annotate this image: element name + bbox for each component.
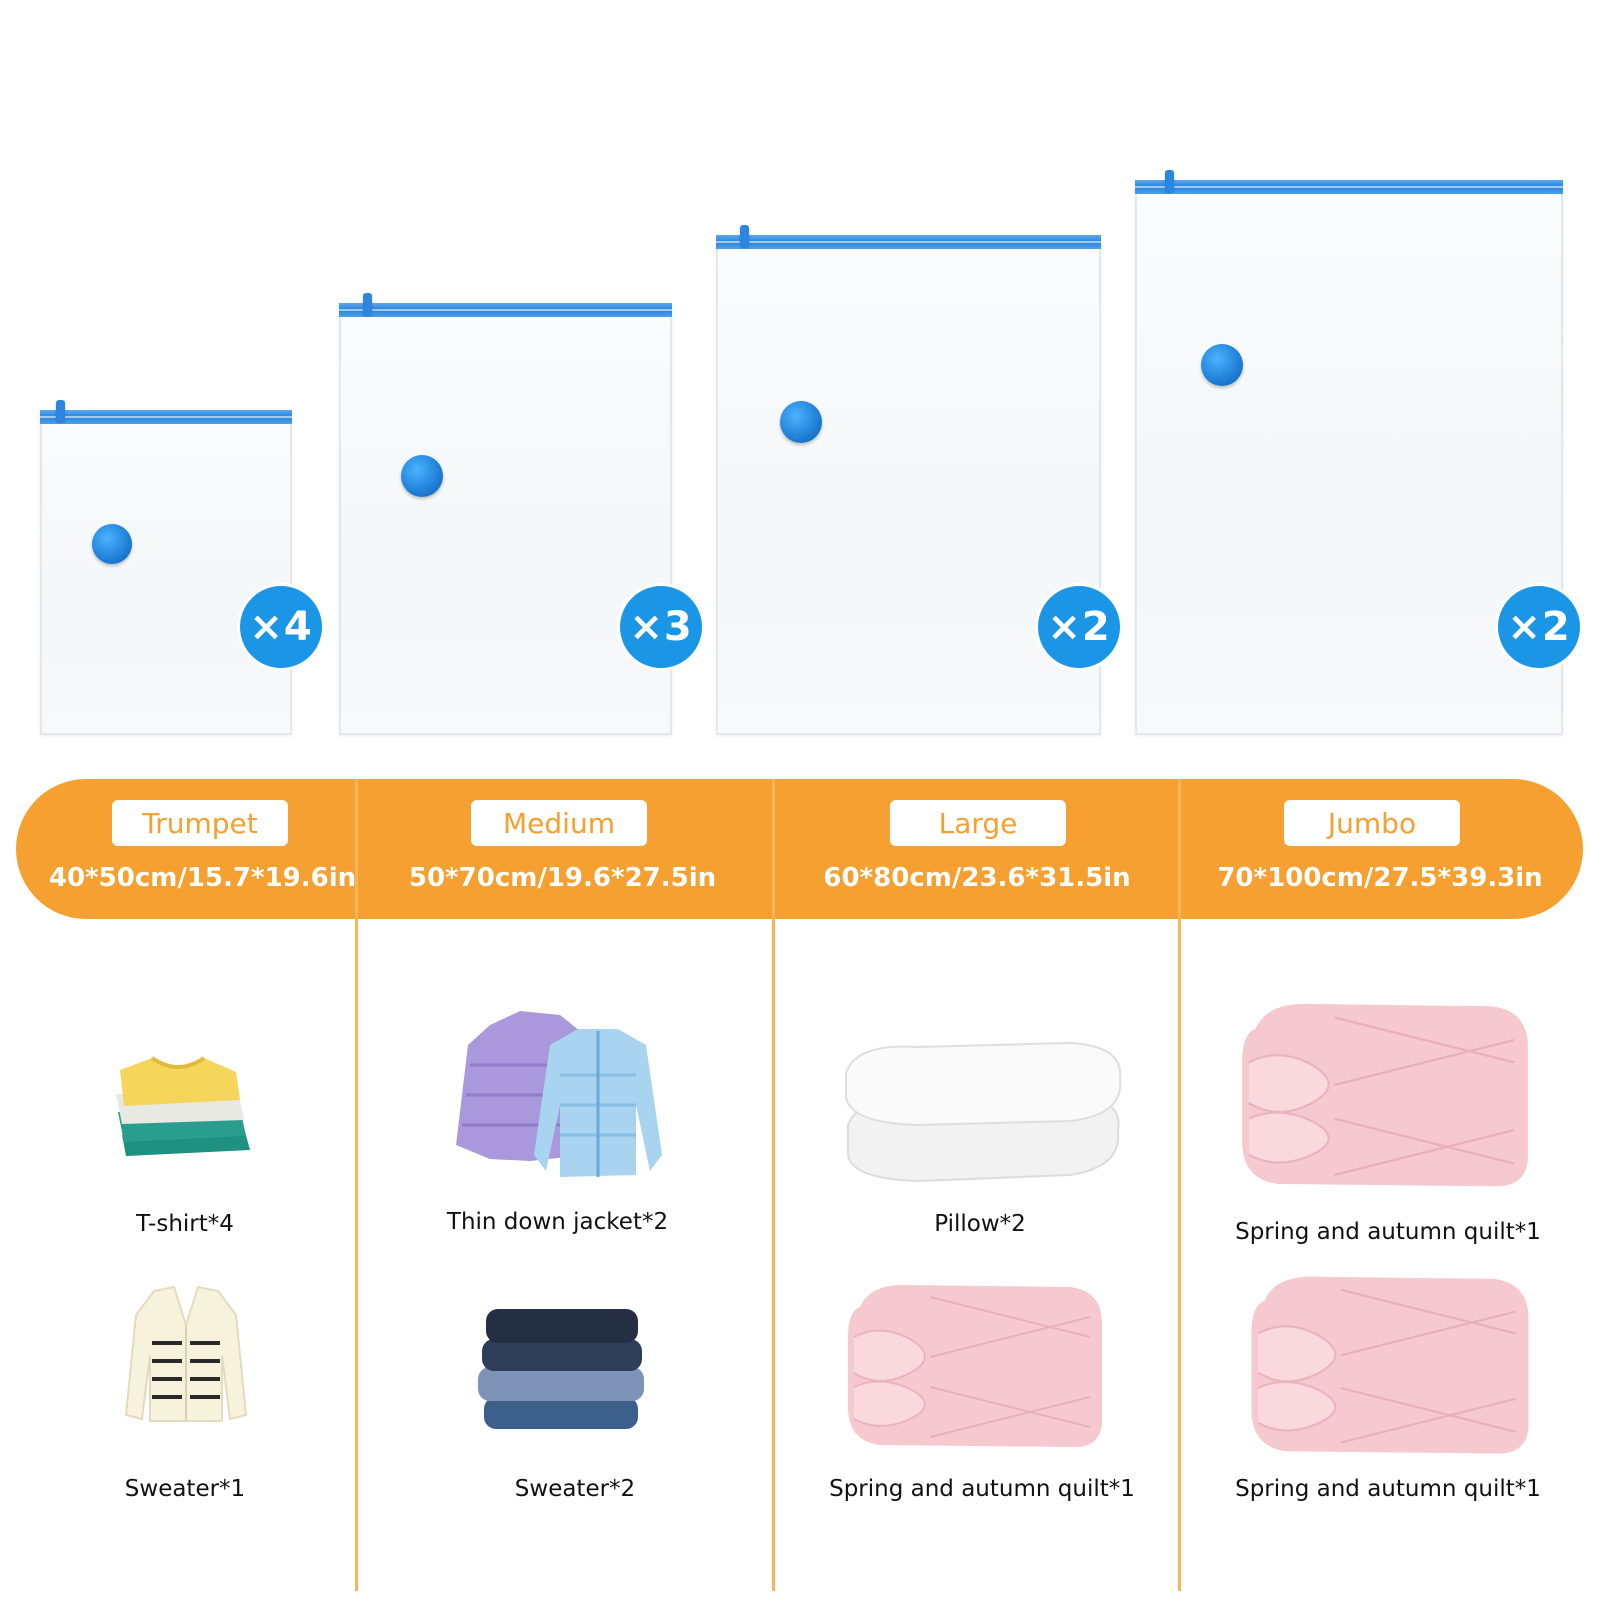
column-divider [772, 779, 775, 1591]
size-dimensions: 40*50cm/15.7*19.6in [48, 863, 357, 893]
pink-quilt-icon [1230, 995, 1540, 1193]
bag-medium [339, 293, 672, 735]
bag-trumpet [40, 400, 292, 735]
bag-jumbo [1135, 170, 1563, 735]
size-dimensions: 70*100cm/27.5*39.3in [1217, 863, 1543, 893]
valve-icon [780, 401, 822, 443]
size-dimensions: 50*70cm/19.6*27.5in [408, 863, 717, 893]
zipper-slider [1165, 170, 1174, 192]
zipper-slider [740, 225, 749, 247]
zipper-seal [716, 235, 1101, 249]
zipper-seal [1135, 180, 1563, 194]
column-divider [355, 779, 358, 1591]
size-dimensions: 60*80cm/23.6*31.5in [823, 863, 1131, 893]
item-caption: Sweater*1 [124, 1476, 246, 1502]
item-caption: Spring and autumn quilt*1 [1235, 1219, 1541, 1245]
item-caption: Thin down jacket*2 [446, 1209, 669, 1235]
folded-tshirts-icon [112, 1050, 258, 1160]
size-label: Jumbo [1284, 800, 1460, 846]
zipper-slider [56, 400, 65, 422]
zipper-seal [339, 303, 672, 317]
pink-quilt-icon [1240, 1268, 1540, 1460]
column-divider [1178, 779, 1181, 1591]
item-caption: T-shirt*4 [136, 1211, 234, 1237]
item-caption: Spring and autumn quilt*1 [829, 1476, 1135, 1502]
down-jackets-icon [450, 1005, 672, 1183]
bag-large [716, 225, 1101, 735]
folded-sweaters-icon [470, 1305, 652, 1433]
valve-icon [92, 524, 132, 564]
quantity-badge: ×4 [237, 583, 325, 671]
size-label: Medium [471, 800, 647, 846]
cardigan-sweater-icon [124, 1285, 249, 1425]
item-caption: Pillow*2 [934, 1211, 1026, 1237]
quantity-badge: ×2 [1495, 583, 1583, 671]
size-label: Trumpet [112, 800, 288, 846]
item-caption: Spring and autumn quilt*1 [1235, 1476, 1541, 1502]
quantity-badge: ×2 [1035, 583, 1123, 671]
quantity-badge: ×3 [617, 583, 705, 671]
size-label: Large [890, 800, 1066, 846]
zipper-slider [363, 293, 372, 315]
pillows-icon [838, 1035, 1128, 1185]
valve-icon [1201, 344, 1243, 386]
item-caption: Sweater*2 [514, 1476, 636, 1502]
pink-quilt-icon [840, 1277, 1110, 1453]
zipper-seal [40, 410, 292, 424]
valve-icon [401, 455, 443, 497]
